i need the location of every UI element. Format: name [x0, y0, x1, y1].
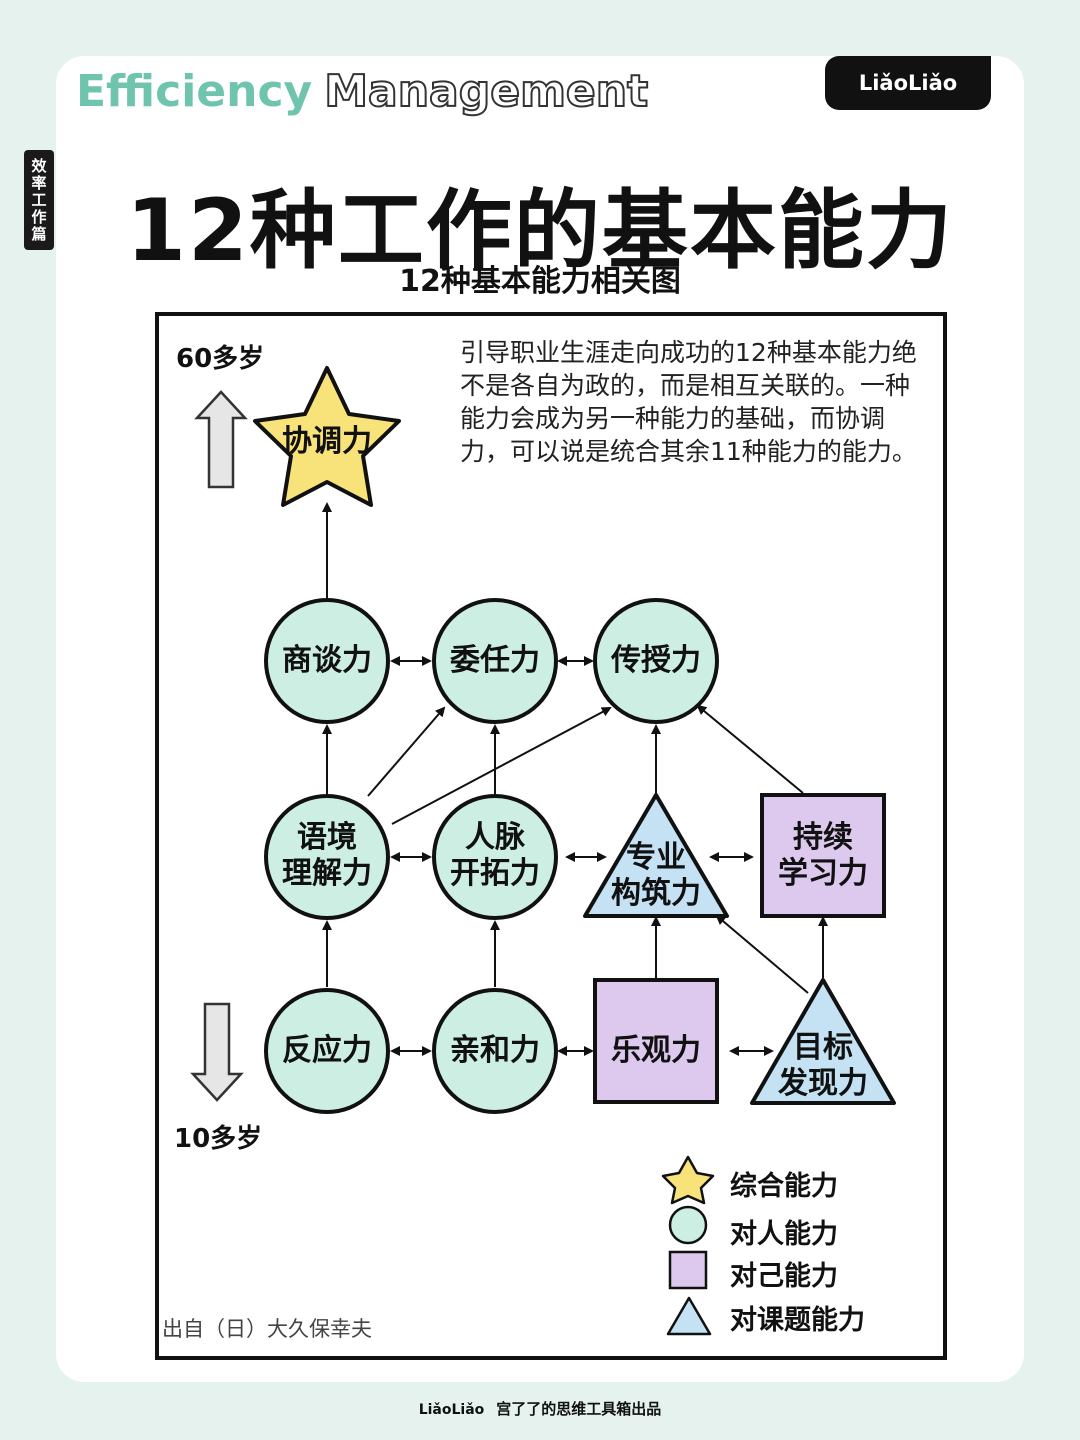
brand-title-word1: Efficiency — [76, 66, 313, 117]
brand-title-word2: Management — [323, 65, 649, 118]
circle-shape-weiren — [432, 598, 558, 724]
legend-circle-icon — [668, 1205, 708, 1245]
node-label-leguan: 乐观力 — [611, 1033, 701, 1068]
age-top-label: 60多岁 — [176, 344, 265, 374]
page-subtitle: 12种基本能力相关图 — [399, 264, 681, 299]
edge-mubiao-zhuanye — [715, 914, 809, 994]
node-label-yujing-line2: 理解力 — [282, 856, 372, 891]
circle-shape-fanying — [264, 988, 390, 1114]
legend-star-icon — [661, 1155, 715, 1205]
source-citation: 出自（日）大久保幸夫 — [162, 1317, 372, 1341]
node-label-qinhe: 亲和力 — [450, 1033, 540, 1068]
node-label-chixu: 持续 学习力 — [762, 816, 884, 896]
node-label-shangtan: 商谈力 — [282, 643, 372, 678]
description-text: 引导职业生涯走向成功的12种基本能力绝不是各自为政的，而是相互关联的。一种能力会… — [460, 338, 917, 466]
node-label-renmai-line2: 开拓力 — [450, 856, 540, 891]
circle-shape-qinhe — [432, 988, 558, 1114]
node-label-fanying: 反应力 — [282, 1033, 372, 1068]
node-label-renmai-line1: 人脉 — [465, 820, 525, 855]
age-bottom-label: 10多岁 — [174, 1124, 263, 1154]
legend-label-zonghe: 综合能力 — [730, 1171, 838, 1202]
node-label-yujing: 语境 理解力 — [266, 816, 388, 896]
circle-shape-yujing — [264, 794, 390, 920]
brand-logo: LiǎoLiǎo — [825, 56, 991, 110]
node-label-zhuanye-line2: 构筑力 — [611, 876, 701, 911]
node-label-chixu-line1: 持续 — [793, 820, 853, 855]
legend-square-icon — [668, 1250, 708, 1290]
edge-yujing-chuanshou — [391, 707, 612, 825]
node-label-chixu-line2: 学习力 — [778, 856, 868, 891]
square-shape-chixu — [760, 793, 886, 918]
triangle-shape-zhuanye — [583, 793, 729, 918]
circle-shape-chuanshou — [593, 598, 719, 724]
footer-text: 宫了了的思维工具箱出品 — [496, 1400, 662, 1418]
edge-yujing-weiren — [367, 706, 446, 797]
square-shape-leguan — [593, 978, 719, 1104]
node-label-zhuanye: 专业 构筑力 — [596, 836, 716, 916]
legend-label-duiketi: 对课题能力 — [730, 1305, 865, 1336]
age-up-arrow — [194, 390, 248, 489]
node-label-zhuanye-line1: 专业 — [626, 840, 686, 875]
age-down-arrow — [190, 1002, 244, 1102]
triangle-shape-mubiao — [750, 978, 896, 1105]
star-shape-xietiao — [253, 366, 401, 507]
legend-label-duiji: 对己能力 — [730, 1261, 838, 1292]
page-title: 12种工作的基本能力 — [126, 181, 954, 281]
circle-shape-shangtan — [264, 598, 390, 724]
circle-shape-renmai — [432, 794, 558, 920]
footer: LiǎoLiǎo 宫了了的思维工具箱出品 — [0, 1398, 1080, 1419]
node-label-xietiao: 协调力 — [282, 424, 372, 459]
node-label-weiren: 委任力 — [450, 643, 540, 678]
legend-triangle-icon — [666, 1296, 712, 1336]
side-tab: 效率工作篇 — [24, 150, 54, 250]
footer-logo: LiǎoLiǎo — [418, 1402, 485, 1418]
node-label-renmai: 人脉 开拓力 — [434, 816, 556, 896]
node-label-mubiao: 目标 发现力 — [763, 1026, 883, 1106]
node-label-mubiao-line2: 发现力 — [778, 1066, 868, 1101]
node-label-chuanshou: 传授力 — [611, 643, 701, 678]
node-label-yujing-line1: 语境 — [297, 820, 357, 855]
node-label-mubiao-line1: 目标 — [793, 1030, 853, 1065]
edge-chixu-chuanshou — [696, 704, 804, 794]
legend-label-duiren: 对人能力 — [730, 1219, 838, 1250]
